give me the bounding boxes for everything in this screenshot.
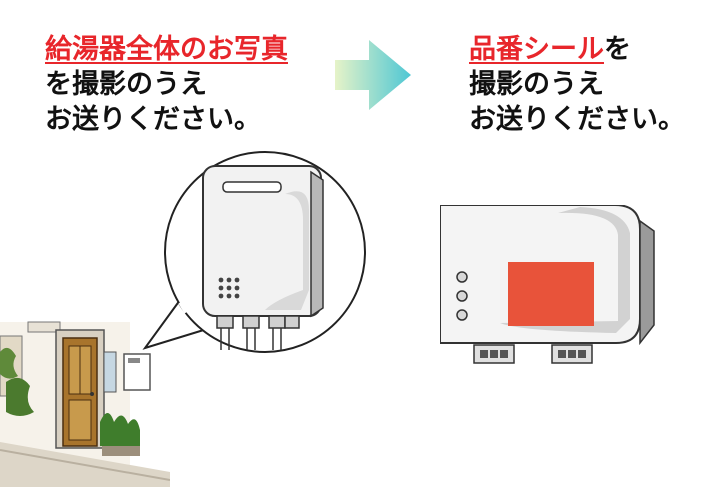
house-illustration (0, 321, 170, 487)
instruction-line: 撮影のうえ (469, 69, 604, 100)
instruction-label-sticker: 品番シールを 撮影のうえ お送りください。 (469, 32, 685, 137)
highlight-label-sticker: 品番シール (469, 34, 604, 65)
instruction-line: お送りください。 (469, 104, 685, 135)
instruction-suffix: を (604, 34, 631, 65)
heater-closeup-illustration (440, 205, 655, 364)
instruction-whole-heater: 給湯器全体のお写真 を撮影のうえ お送りください。 (45, 32, 288, 137)
arrow-right-icon (335, 40, 411, 110)
instruction-line: を撮影のうえ (45, 69, 207, 100)
highlight-whole-heater: 給湯器全体のお写真 (45, 34, 288, 65)
label-sticker (508, 262, 594, 326)
water-heater-bubble (142, 151, 366, 353)
instruction-line: お送りください。 (45, 104, 261, 135)
